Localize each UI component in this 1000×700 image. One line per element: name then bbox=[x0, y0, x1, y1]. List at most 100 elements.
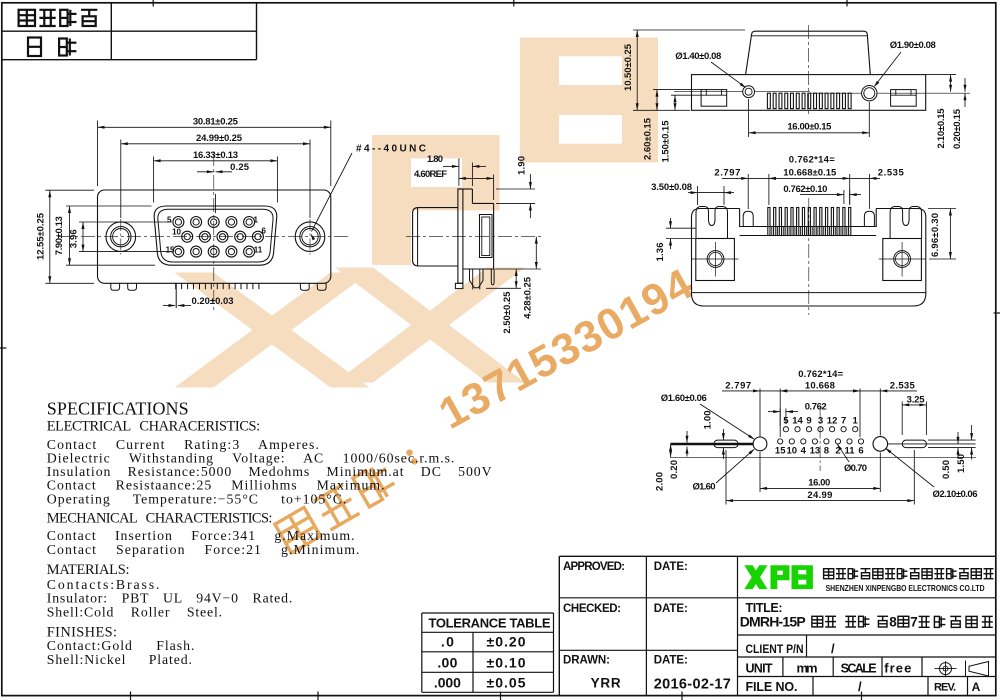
svg-text:YRR: YRR bbox=[591, 675, 621, 690]
svg-text:1.90: 1.90 bbox=[516, 156, 527, 175]
svg-text:4: 4 bbox=[801, 446, 807, 457]
svg-text:Contact:Gold Flash.: Contact:Gold Flash. bbox=[47, 638, 196, 653]
svg-text:free: free bbox=[884, 661, 911, 676]
svg-text:.00: .00 bbox=[437, 654, 457, 670]
svg-text:6: 6 bbox=[858, 446, 863, 457]
svg-text:Contact Separation Force:21: Contact Separation Force:21 g.Minimum. bbox=[47, 542, 361, 557]
svg-text:.000: .000 bbox=[434, 675, 461, 691]
svg-text:Ø2.10±0.06: Ø2.10±0.06 bbox=[933, 489, 978, 500]
svg-text:DRAWN:: DRAWN: bbox=[563, 655, 610, 667]
svg-text:Insulator: PBT UL 94V−0 Ra: Insulator: PBT UL 94V−0 Rated. bbox=[47, 591, 293, 606]
svg-text:2: 2 bbox=[835, 446, 840, 457]
svg-text:12.55±0.25: 12.55±0.25 bbox=[35, 212, 46, 260]
svg-text:#4--40UNC: #4--40UNC bbox=[356, 143, 426, 154]
svg-text:CHECKED:: CHECKED: bbox=[563, 603, 621, 615]
svg-text:9: 9 bbox=[806, 415, 811, 426]
svg-text:±0.05: ±0.05 bbox=[487, 675, 526, 691]
svg-text:2.50±0.25: 2.50±0.25 bbox=[502, 291, 513, 334]
svg-text:±0.20: ±0.20 bbox=[487, 634, 526, 650]
svg-text:10: 10 bbox=[787, 446, 798, 457]
svg-text:TOLERANCE TABLE: TOLERANCE TABLE bbox=[429, 615, 551, 630]
svg-text:DMRH-15P: DMRH-15P bbox=[740, 614, 806, 630]
svg-text:Dielectric Withstanding Volt: Dielectric Withstanding Voltage: AC 1000… bbox=[47, 451, 456, 466]
svg-text:A: A bbox=[972, 680, 981, 694]
svg-text:8: 8 bbox=[824, 446, 829, 457]
svg-text:SCALE: SCALE bbox=[841, 662, 877, 676]
svg-text:MATERIALS:: MATERIALS: bbox=[47, 562, 129, 578]
svg-text:3.96: 3.96 bbox=[68, 229, 79, 248]
svg-text:7: 7 bbox=[910, 615, 918, 630]
svg-text:1.50: 1.50 bbox=[956, 454, 967, 473]
svg-text:10.668±0.15: 10.668±0.15 bbox=[783, 167, 837, 178]
svg-text:FILE NO.: FILE NO. bbox=[746, 680, 798, 694]
svg-text:2.535: 2.535 bbox=[878, 167, 905, 178]
svg-text:Insulation Resistance:5000 M: Insulation Resistance:5000 Medohms Minim… bbox=[47, 464, 493, 479]
svg-text:2.10±0.15: 2.10±0.15 bbox=[936, 108, 947, 149]
svg-text:5: 5 bbox=[167, 216, 172, 225]
svg-text:Ø1.60: Ø1.60 bbox=[693, 481, 716, 492]
svg-text:7.90±0.13: 7.90±0.13 bbox=[54, 216, 65, 255]
svg-text:15: 15 bbox=[775, 446, 786, 457]
svg-text:24.99: 24.99 bbox=[807, 490, 832, 501]
svg-text:4.28±0.25: 4.28±0.25 bbox=[522, 276, 533, 319]
svg-text:APPROVED:: APPROVED: bbox=[563, 561, 625, 573]
svg-text:0.762±0.10: 0.762±0.10 bbox=[783, 184, 827, 195]
svg-text:1.36: 1.36 bbox=[655, 243, 666, 262]
svg-text:0.762*14=: 0.762*14= bbox=[798, 369, 843, 380]
svg-text:DATE:: DATE: bbox=[654, 603, 688, 615]
svg-text:Operating Temperature:−55°C: Operating Temperature:−55°C to+105°C. bbox=[47, 492, 348, 507]
svg-text:0.20: 0.20 bbox=[669, 460, 680, 479]
svg-text:0.762*14=: 0.762*14= bbox=[789, 154, 835, 165]
svg-text:12: 12 bbox=[827, 415, 838, 426]
svg-text:15: 15 bbox=[166, 246, 175, 255]
svg-text:11: 11 bbox=[254, 246, 263, 255]
svg-text:0.50: 0.50 bbox=[941, 460, 952, 479]
svg-text:2.797: 2.797 bbox=[725, 380, 751, 391]
svg-text:Shell:Cold Roller Steel.: Shell:Cold Roller Steel. bbox=[47, 605, 223, 620]
svg-text:Ø1.90±0.08: Ø1.90±0.08 bbox=[890, 40, 936, 51]
svg-text:2.535: 2.535 bbox=[890, 380, 916, 391]
svg-text:30.81±0.25: 30.81±0.25 bbox=[193, 116, 239, 127]
svg-text:1.50±0.15: 1.50±0.15 bbox=[661, 120, 672, 163]
svg-text:Contact Insertion Force:341: Contact Insertion Force:341 g.Maximum. bbox=[47, 528, 356, 543]
svg-text:UNIT: UNIT bbox=[746, 662, 773, 676]
svg-text:8: 8 bbox=[889, 615, 897, 630]
svg-text:6: 6 bbox=[262, 227, 267, 236]
svg-text:0.25: 0.25 bbox=[230, 162, 250, 173]
svg-text:DATE:: DATE: bbox=[654, 655, 688, 667]
svg-text:CLIENT P/N: CLIENT P/N bbox=[746, 642, 804, 656]
svg-text:SHENZHEN XINPENGBO ELECTRONICS: SHENZHEN XINPENGBO ELECTRONICS CO.LTD bbox=[826, 584, 985, 593]
svg-text:DATE:: DATE: bbox=[654, 561, 688, 573]
svg-text:1.80: 1.80 bbox=[427, 154, 443, 165]
svg-text:3: 3 bbox=[818, 415, 823, 426]
svg-text:2.00: 2.00 bbox=[654, 472, 665, 491]
svg-text:16.33±0.13: 16.33±0.13 bbox=[193, 150, 238, 161]
svg-text:10.668: 10.668 bbox=[805, 381, 835, 392]
svg-text:10.50±0.25: 10.50±0.25 bbox=[623, 43, 634, 91]
svg-text:MECHANICAL CHARACTERISTICS:: MECHANICAL CHARACTERISTICS: bbox=[47, 511, 272, 527]
svg-text:16.00±0.15: 16.00±0.15 bbox=[787, 122, 832, 133]
svg-text:Contact Resistaance:25 Milli: Contact Resistaance:25 Milliohms Maximum… bbox=[47, 478, 386, 493]
svg-text:6.96±0.30: 6.96±0.30 bbox=[930, 213, 941, 257]
svg-text:13: 13 bbox=[810, 446, 821, 457]
svg-text:3.50±0.08: 3.50±0.08 bbox=[651, 182, 692, 193]
svg-text:TITLE:: TITLE: bbox=[746, 601, 783, 615]
svg-text:1: 1 bbox=[853, 415, 859, 426]
svg-text:.0: .0 bbox=[441, 634, 454, 650]
svg-text:±0.10: ±0.10 bbox=[487, 654, 526, 670]
svg-text:1: 1 bbox=[254, 216, 259, 225]
svg-text:/: / bbox=[858, 679, 862, 694]
svg-text:Shell:Nickel Plated.: Shell:Nickel Plated. bbox=[47, 652, 193, 667]
svg-text:7: 7 bbox=[841, 415, 846, 426]
svg-text:/: / bbox=[831, 641, 835, 656]
svg-text:2.60±0.15: 2.60±0.15 bbox=[643, 117, 654, 160]
svg-text:SPECIFICATIONS: SPECIFICATIONS bbox=[47, 399, 189, 419]
svg-text:0.762: 0.762 bbox=[805, 401, 827, 412]
svg-text:Ø1.60±0.06: Ø1.60±0.06 bbox=[661, 393, 707, 404]
svg-text:2016-02-17: 2016-02-17 bbox=[654, 676, 731, 692]
svg-text:Ø1.40±0.08: Ø1.40±0.08 bbox=[675, 51, 721, 62]
svg-text:14: 14 bbox=[792, 415, 803, 426]
svg-text:0.20±0.15: 0.20±0.15 bbox=[952, 108, 963, 149]
svg-text:2.797: 2.797 bbox=[714, 167, 740, 178]
svg-text:24.99±0.25: 24.99±0.25 bbox=[196, 133, 243, 144]
